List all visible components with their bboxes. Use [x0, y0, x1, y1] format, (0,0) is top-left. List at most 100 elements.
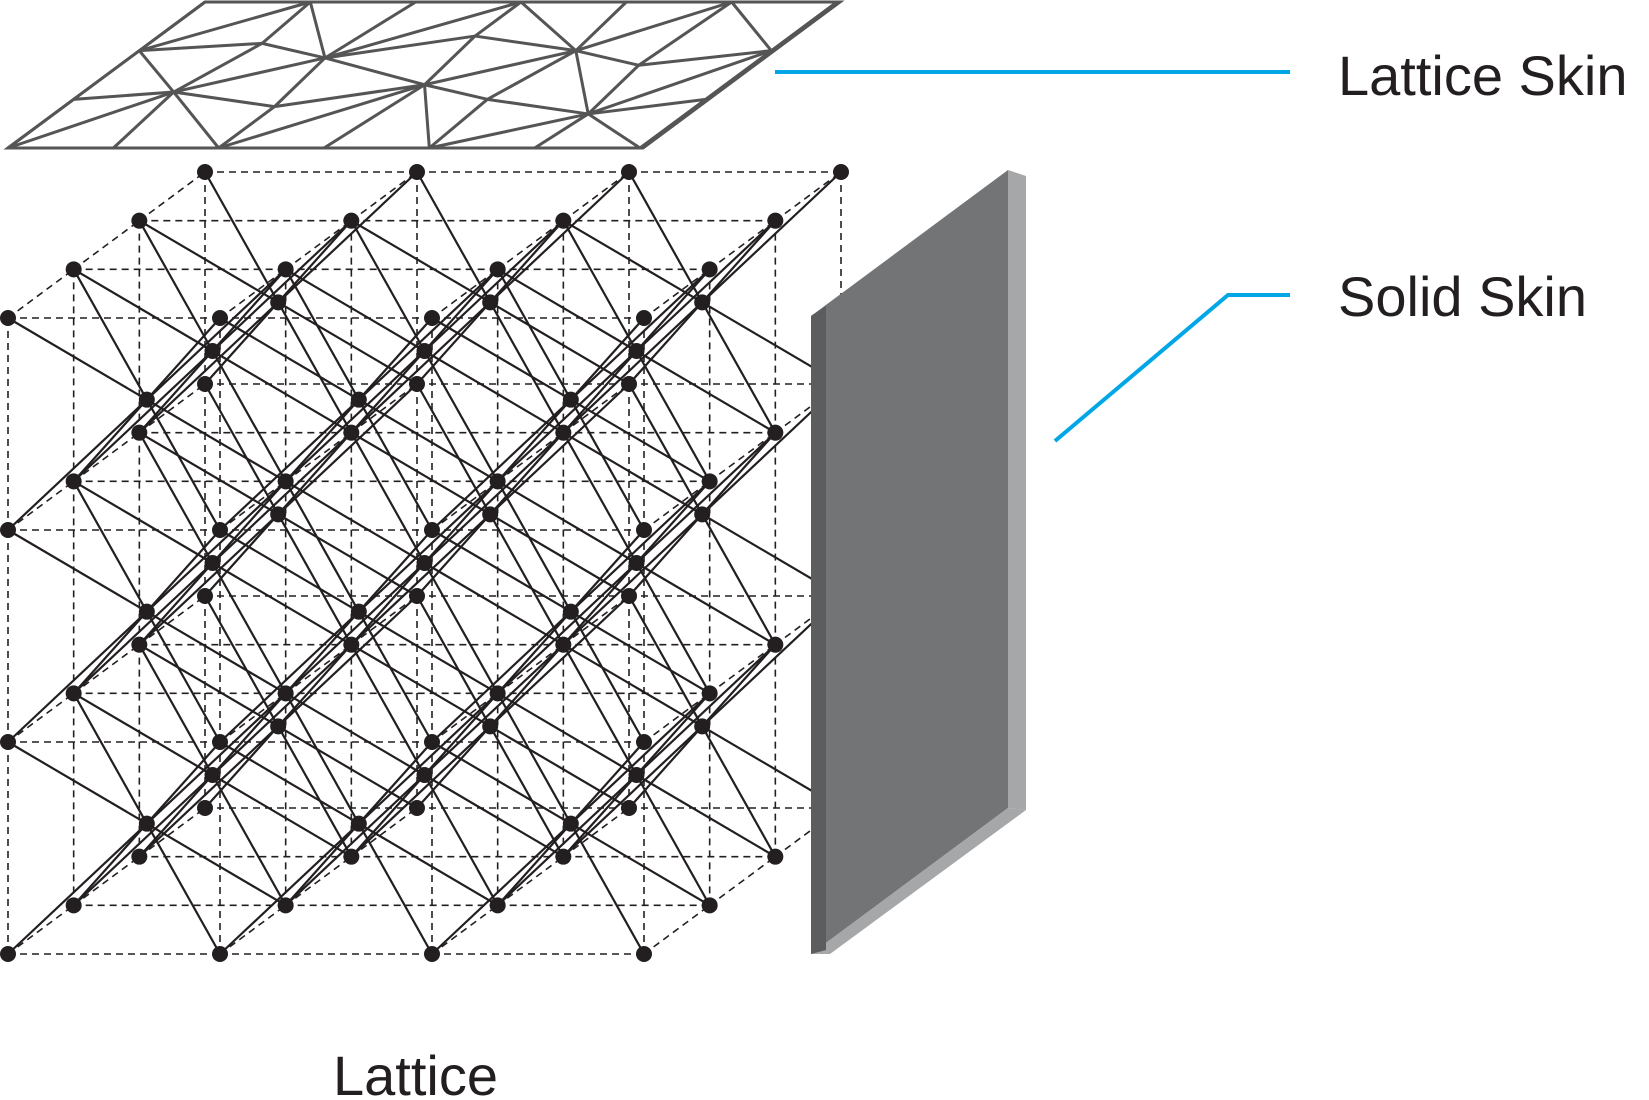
lattice-node [628, 554, 645, 571]
lattice-node [131, 424, 148, 441]
mesh-edge [138, 49, 175, 93]
lattice-strut [489, 643, 565, 728]
lattice-struts [7, 171, 842, 955]
lattice-strut [489, 171, 630, 304]
lattice-node [489, 685, 506, 702]
mesh-edge [7, 98, 75, 150]
lattice-node [701, 685, 718, 702]
mesh-edge [138, 0, 311, 53]
lattice-strut [211, 219, 353, 352]
lattice-strut [496, 822, 572, 907]
lattice-strut [277, 513, 353, 646]
lattice-strut [7, 398, 148, 531]
lattice-node [350, 391, 367, 408]
lattice-strut [562, 432, 638, 564]
frame-edge [643, 904, 711, 955]
lattice-strut [496, 692, 572, 825]
lattice-node [416, 554, 433, 571]
lattice-node [701, 897, 718, 914]
solid-skin-side-edge [1008, 170, 1026, 810]
lattice-strut [284, 692, 360, 825]
lattice-node [204, 766, 221, 783]
lattice-node [0, 734, 16, 750]
frame-edge [138, 171, 206, 222]
lattice-strut [146, 480, 287, 613]
lattice-strut [219, 317, 360, 401]
lattice-node [694, 294, 711, 311]
lattice-strut [204, 595, 280, 727]
lattice-strut [489, 513, 565, 646]
lattice-strut [138, 350, 214, 434]
lattice-strut [350, 431, 491, 516]
lattice-node [197, 799, 214, 816]
lattice-node [343, 212, 360, 229]
lattice-strut [497, 692, 638, 776]
frame-edge [709, 432, 776, 482]
lattice-skin-mesh [3, 0, 845, 150]
lattice-node [197, 375, 214, 392]
lattice-node [628, 342, 645, 359]
lattice-node [277, 685, 294, 702]
lattice-strut [423, 350, 499, 482]
lattice-strut [219, 741, 360, 825]
solid-skin-label: Solid Skin [1338, 265, 1587, 328]
lattice-strut [211, 431, 353, 564]
frame-edge [7, 692, 75, 743]
lattice-strut [635, 774, 776, 858]
lattice-strut [358, 610, 499, 695]
mesh-edge [574, 0, 628, 52]
lattice-strut [496, 562, 638, 695]
lattice-strut [146, 610, 287, 695]
lattice-strut [145, 611, 221, 743]
lattice-strut [423, 562, 499, 694]
lattice-node [482, 294, 499, 311]
frame-edge [350, 807, 418, 858]
mesh-edge [139, 41, 263, 53]
lattice-cube-frame [7, 171, 842, 955]
mesh-edge [637, 0, 733, 67]
lattice-strut [489, 513, 630, 597]
lattice-node [65, 897, 82, 914]
lattice-strut [423, 692, 499, 776]
frame-edge [497, 432, 564, 482]
mesh-edge [324, 56, 425, 87]
lattice-strut [72, 398, 148, 483]
lattice-strut [570, 692, 711, 825]
lattice-strut [146, 529, 221, 613]
lattice-strut [204, 301, 279, 385]
lattice-strut [138, 725, 279, 858]
lattice-strut [219, 529, 360, 613]
solid-skin-leader-line [1053, 293, 1290, 443]
mesh-edge [474, 34, 577, 53]
lattice-strut [358, 268, 499, 401]
lattice-node [621, 375, 638, 392]
lattice-strut [489, 383, 630, 516]
mesh-edge [217, 105, 276, 150]
lattice-node [0, 310, 16, 326]
lattice-node [621, 163, 638, 180]
lattice-node [489, 897, 506, 914]
frame-edge [285, 644, 352, 694]
lattice-strut [138, 562, 214, 646]
lattice-strut [635, 643, 777, 776]
lattice-strut [570, 529, 645, 613]
lattice-strut [350, 219, 491, 304]
lattice-label: Lattice [333, 1044, 498, 1100]
lattice-strut [570, 398, 711, 483]
lattice-node [555, 636, 572, 653]
lattice-node [131, 212, 148, 229]
mesh-edge [638, 49, 772, 67]
lattice-strut [496, 350, 638, 483]
lattice-node [197, 587, 214, 604]
lattice-strut [7, 610, 148, 743]
lattice-strut [285, 480, 426, 564]
lattice-node [343, 424, 360, 441]
mesh-edge [261, 41, 326, 60]
lattice-strut [416, 301, 491, 385]
mesh-edge [173, 56, 326, 94]
frame-edge [774, 383, 842, 434]
lattice-node [701, 473, 718, 490]
lattice-strut [72, 822, 148, 907]
lattice-strut [423, 480, 499, 564]
